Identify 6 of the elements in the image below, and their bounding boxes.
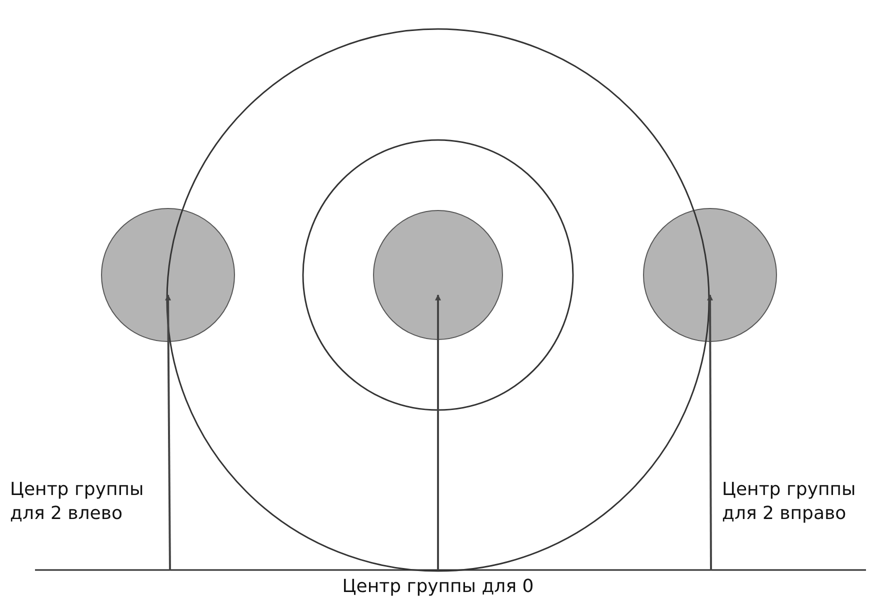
arrow <box>435 294 441 570</box>
caption-text: Центр группы для 2 влево <box>10 478 170 526</box>
arrow <box>707 294 714 570</box>
arrow <box>165 294 172 570</box>
caption-text: Центр группы для 0 <box>298 575 578 599</box>
caption-text: Центр группы для 2 вправо <box>722 478 887 526</box>
